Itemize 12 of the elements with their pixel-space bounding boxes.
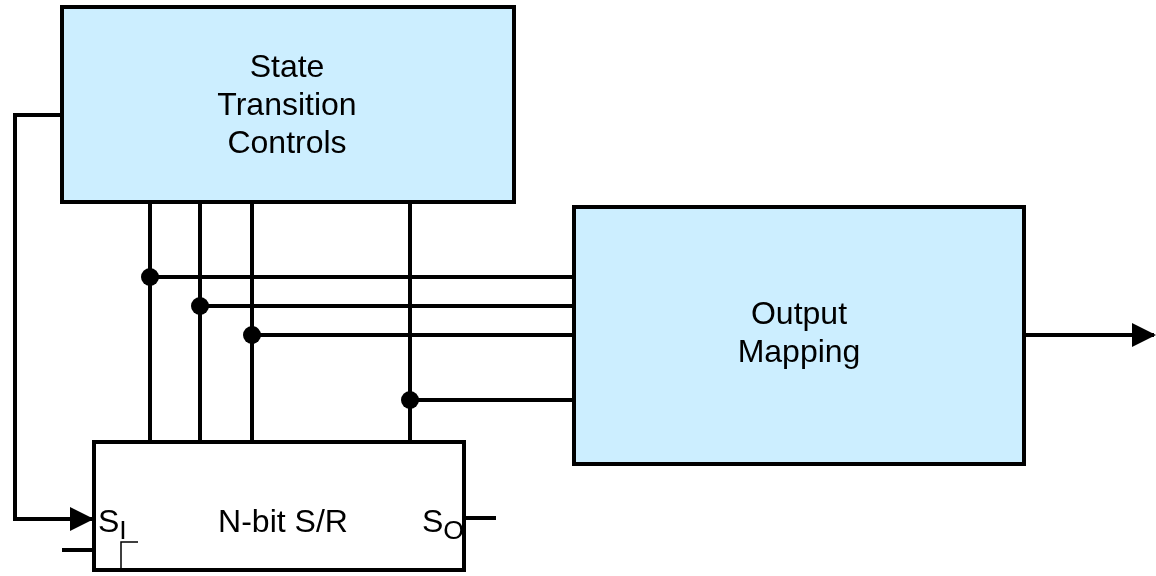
shift-register-box	[92, 440, 466, 572]
connector-line	[466, 516, 496, 520]
connector-line	[62, 548, 92, 552]
port-label: S$_{O}$	[420, 502, 464, 548]
box-label: State Transition Controls	[216, 47, 358, 161]
arrow	[13, 113, 94, 531]
box-label: N-bit S/R	[217, 502, 349, 540]
process-box	[60, 5, 516, 204]
process-box	[572, 205, 1026, 466]
box-label: Output Mapping	[736, 294, 862, 370]
port-label: S$_{I}$	[98, 502, 128, 548]
arrow	[1026, 323, 1156, 347]
